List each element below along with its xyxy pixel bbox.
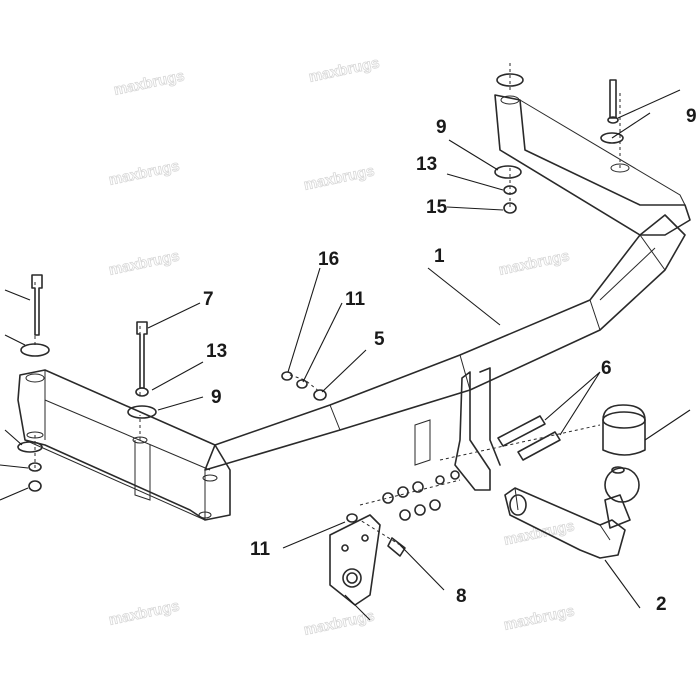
nut-lower-left bbox=[28, 480, 42, 492]
label-washer-small-right: 13 bbox=[416, 154, 437, 175]
nut-mid bbox=[296, 379, 308, 389]
bolt-far-left bbox=[31, 274, 43, 336]
assembly-lines bbox=[34, 60, 621, 546]
nut-cluster bbox=[382, 470, 460, 521]
watermark-layer: maxbrugs maxbrugs maxbrugs maxbrugs maxb… bbox=[107, 54, 576, 639]
watermark: maxbrugs bbox=[307, 54, 381, 86]
watermark: maxbrugs bbox=[497, 247, 571, 279]
label-washer-far-right: 9 bbox=[686, 106, 697, 127]
washer-far-left bbox=[20, 343, 50, 357]
watermark: maxbrugs bbox=[302, 607, 376, 639]
bolt-bracket bbox=[387, 537, 406, 557]
label-bolt-top: 5 bbox=[374, 329, 385, 350]
label-frame: 1 bbox=[434, 246, 445, 267]
watermark: maxbrugs bbox=[502, 602, 576, 634]
label-nut-mid: 11 bbox=[345, 289, 366, 310]
bolt-small bbox=[281, 371, 293, 381]
label-washer-small-left: 13 bbox=[206, 341, 227, 362]
label-bolts-pins: 6 bbox=[601, 358, 612, 379]
washer-mid bbox=[494, 165, 522, 179]
bolt-top bbox=[313, 389, 327, 401]
watermark: maxbrugs bbox=[302, 162, 376, 194]
label-washer-right: 9 bbox=[436, 117, 447, 138]
washer-small-mid bbox=[503, 185, 517, 195]
ball-cap bbox=[602, 404, 646, 456]
part-labels: 1 2 5 6 7 8 9 9 9 11 11 13 13 15 16 bbox=[203, 106, 697, 615]
washer-top-left bbox=[496, 73, 524, 87]
washer-small-lower-left bbox=[28, 462, 42, 472]
label-bolt-bracket: 8 bbox=[456, 586, 467, 607]
nut-top-right bbox=[607, 116, 619, 124]
tow-ball bbox=[504, 466, 640, 559]
washer-right bbox=[600, 132, 624, 144]
bolt-top-right bbox=[609, 79, 617, 119]
mounting-plate bbox=[329, 514, 381, 606]
label-washer-left: 9 bbox=[211, 387, 222, 408]
label-ball: 2 bbox=[656, 594, 667, 615]
nut-mid-right bbox=[503, 202, 517, 214]
watermark: maxbrugs bbox=[107, 247, 181, 279]
main-frame bbox=[17, 94, 691, 521]
label-nut-bottom: 11 bbox=[250, 539, 271, 560]
label-nut-right: 15 bbox=[426, 197, 448, 218]
washer-left bbox=[127, 405, 157, 419]
pin-bolt-upper bbox=[497, 415, 546, 447]
bolt-left bbox=[136, 321, 148, 389]
leader-lines bbox=[0, 89, 691, 621]
label-bolt-left: 7 bbox=[203, 289, 214, 310]
pin-bolt-lower bbox=[517, 431, 561, 461]
washer-lower-left bbox=[17, 441, 43, 453]
watermark: maxbrugs bbox=[502, 517, 576, 549]
watermark: maxbrugs bbox=[107, 157, 181, 189]
nut-bottom bbox=[346, 513, 358, 523]
washer-small-left bbox=[135, 387, 149, 397]
hardware bbox=[17, 73, 646, 606]
watermark: maxbrugs bbox=[107, 597, 181, 629]
watermark: maxbrugs bbox=[112, 67, 186, 99]
label-bolt-small: 16 bbox=[318, 249, 339, 270]
